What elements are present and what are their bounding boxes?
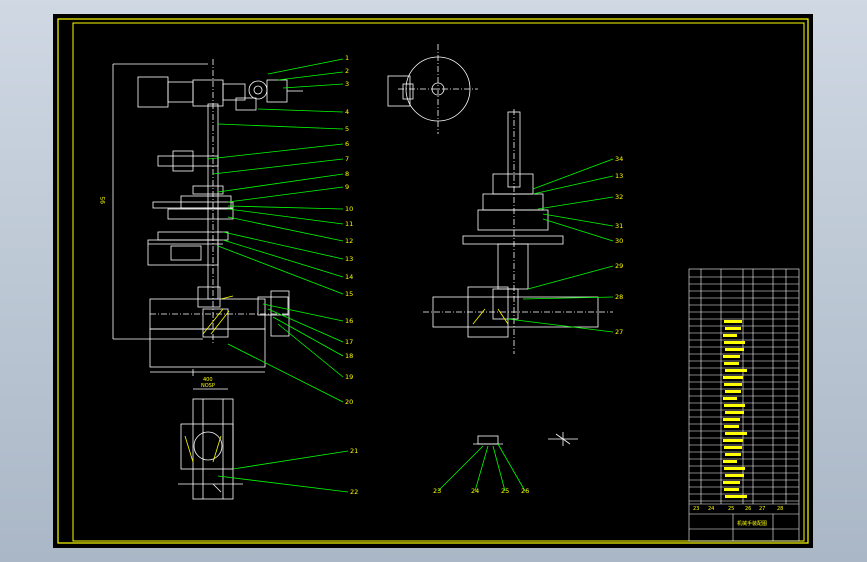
parts-row-mark: [724, 467, 745, 470]
dim-bottom: 400: [203, 377, 213, 383]
parts-row-mark: [724, 425, 739, 428]
dim-vertical: 95: [100, 196, 107, 204]
balloon-31: 31: [615, 222, 623, 230]
parts-row-mark: [723, 397, 737, 400]
balloon-12: 12: [345, 237, 353, 245]
parts-row-mark: [724, 404, 745, 407]
balloon-18: 18: [345, 352, 353, 360]
balloon-13: 13: [345, 255, 353, 263]
header-cell-6: 28: [777, 506, 783, 512]
outer-frame: [57, 18, 809, 544]
header-cell-1: 23: [693, 506, 699, 512]
header-cell-2: 24: [708, 506, 714, 512]
balloon-3: 3: [345, 80, 349, 88]
balloon-7: 7: [345, 155, 349, 163]
assembly-drawing: 1234567891011121314151617181920212223242…: [57, 18, 809, 544]
parts-row-mark: [725, 453, 741, 456]
parts-row-mark: [725, 348, 744, 351]
leader-lines-right: [437, 158, 614, 492]
parts-row-mark: [724, 341, 745, 344]
balloon-21: 21: [350, 447, 358, 455]
parts-row-mark: [725, 327, 741, 330]
parts-row-mark: [725, 411, 744, 414]
balloon-15: 15: [345, 290, 353, 298]
parts-row-mark: [723, 355, 740, 358]
parts-row-mark: [723, 481, 740, 484]
header-cell-5: 27: [759, 506, 765, 512]
balloon-30: 30: [615, 237, 623, 245]
balloon-27: 27: [615, 328, 623, 336]
parts-row-mark: [725, 432, 747, 435]
parts-row-mark: [723, 418, 740, 421]
balloon-16: 16: [345, 317, 353, 325]
balloon-25: 25: [501, 487, 509, 495]
balloon-8: 8: [345, 170, 349, 178]
parts-list: [688, 268, 800, 542]
balloon-34: 34: [615, 155, 623, 163]
parts-row-mark: [723, 460, 737, 463]
balloon-33: 13: [615, 172, 623, 180]
balloon-5: 5: [345, 125, 349, 133]
balloon-22: 22: [350, 488, 358, 496]
balloon-23: 23: [433, 487, 441, 495]
balloon-19: 19: [345, 373, 353, 381]
header-cell-3: 25: [728, 506, 734, 512]
side-view: [387, 44, 613, 446]
balloon-32: 32: [615, 193, 623, 201]
parts-row-mark: [723, 439, 743, 442]
balloon-28: 28: [615, 293, 623, 301]
balloon-26: 26: [521, 487, 529, 495]
parts-row-mark: [723, 376, 743, 379]
parts-row-mark: [724, 383, 742, 386]
parts-row-mark: [725, 474, 744, 477]
balloon-2: 2: [345, 67, 349, 75]
parts-row-mark: [724, 446, 742, 449]
leader-lines-left: [207, 58, 349, 493]
balloon-14: 14: [345, 273, 353, 281]
parts-row-mark: [724, 362, 739, 365]
balloon-29: 29: [615, 262, 623, 270]
parts-row-mark: [725, 495, 747, 498]
balloon-6: 6: [345, 140, 349, 148]
parts-row-mark: [724, 488, 739, 491]
balloon-20: 20: [345, 398, 353, 406]
main-front-view: [112, 59, 303, 500]
balloon-1: 1: [345, 54, 349, 62]
parts-list-text: [723, 320, 747, 498]
balloon-10: 10: [345, 205, 353, 213]
parts-row-mark: [725, 390, 741, 393]
balloon-9: 9: [345, 183, 349, 191]
balloon-24: 24: [471, 487, 479, 495]
detail-title: NOSP: [201, 383, 215, 389]
parts-row-mark: [723, 334, 737, 337]
header-cell-4: 26: [745, 506, 751, 512]
parts-row-mark: [725, 369, 747, 372]
inner-frame: [72, 22, 805, 542]
parts-row-mark: [724, 320, 742, 323]
title-block-footer: 机械手装配图: [737, 520, 767, 527]
balloon-11: 11: [345, 220, 353, 228]
balloon-17: 17: [345, 338, 353, 346]
balloon-4: 4: [345, 108, 349, 116]
